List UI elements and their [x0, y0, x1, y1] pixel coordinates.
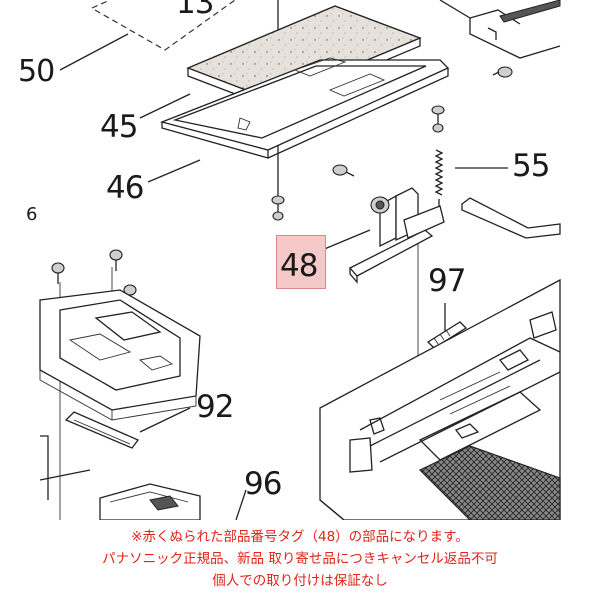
- caption-notice: ※赤くぬられた部品番号タグ（48）の部品になります。 パナソニック正規品、新品 …: [0, 526, 600, 592]
- part-48-bracket: [348, 187, 445, 284]
- callout-13: 13: [176, 0, 214, 21]
- screw-icon: [51, 262, 65, 284]
- callout-48: 48: [280, 248, 318, 284]
- right-bar: [461, 197, 561, 239]
- part-55-spring: [434, 149, 444, 215]
- screw-icon: [431, 105, 445, 133]
- left-bottom-parts: [39, 435, 201, 520]
- screw-icon: [271, 195, 285, 221]
- dashed-group-box: [91, 0, 236, 51]
- callout-50: 50: [18, 54, 55, 89]
- top-right-shell: [439, 0, 561, 59]
- part-97-pin: [426, 321, 468, 349]
- caption-line-1: ※赤くぬられた部品番号タグ（48）の部品になります。: [131, 529, 469, 545]
- callout-46: 46: [106, 170, 144, 206]
- caption-line-2: パナソニック正規品、新品 取り寄せ品につきキャンセル返品不可: [102, 551, 498, 567]
- highlighted-part-tag-48: 48: [276, 235, 326, 289]
- callout-92: 92: [196, 389, 234, 425]
- exploded-parts-diagram: [39, 0, 561, 520]
- caption-line-3: 個人での取り付けは保証なし: [212, 573, 388, 589]
- left-housing: [39, 289, 201, 421]
- callout-96: 96: [244, 466, 282, 502]
- callout-55: 55: [512, 148, 550, 184]
- part-92-slider: [64, 411, 140, 449]
- main-chassis: [319, 278, 561, 520]
- screw-icon: [109, 249, 123, 271]
- screw-icon: [332, 164, 355, 177]
- screw-icon: [492, 66, 513, 78]
- callout-6: 6: [26, 204, 37, 225]
- part-46-frame-tray: [159, 57, 450, 159]
- callout-45: 45: [100, 109, 138, 145]
- callout-97: 97: [428, 263, 466, 299]
